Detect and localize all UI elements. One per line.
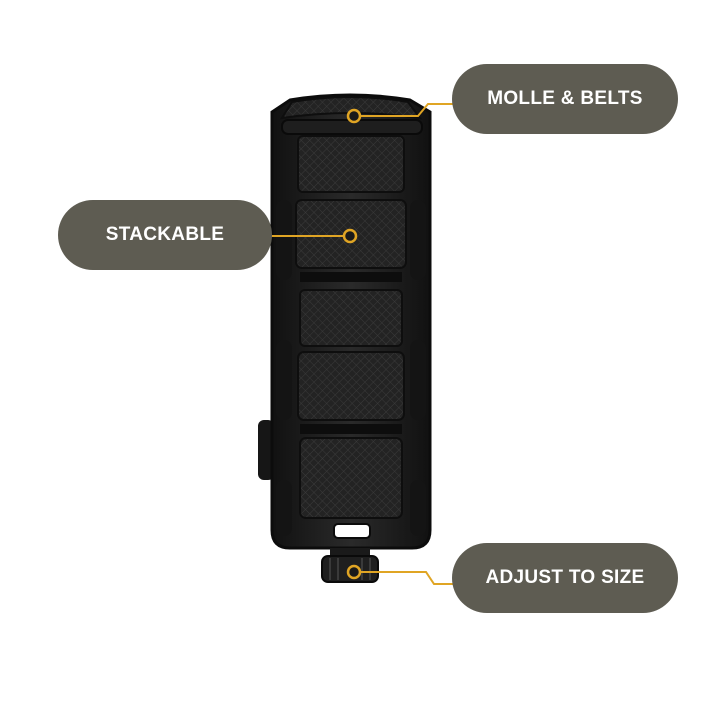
callout-molle-label: MOLLE & BELTS: [487, 88, 643, 109]
callout-adjust-line: [346, 564, 456, 585]
rear-loop: [258, 420, 274, 480]
callout-adjust-label: ADJUST TO SIZE: [485, 567, 645, 588]
callout-stackable-label: STACKABLE: [105, 224, 225, 245]
pouch-body: [270, 93, 432, 550]
callout-stackable-line: [268, 228, 358, 244]
callout-molle-belts: MOLLE & BELTS: [452, 64, 678, 134]
callout-adjust-to-size: ADJUST TO SIZE: [452, 543, 678, 613]
callout-molle-line: [346, 103, 456, 124]
callout-stackable: STACKABLE: [58, 200, 272, 270]
